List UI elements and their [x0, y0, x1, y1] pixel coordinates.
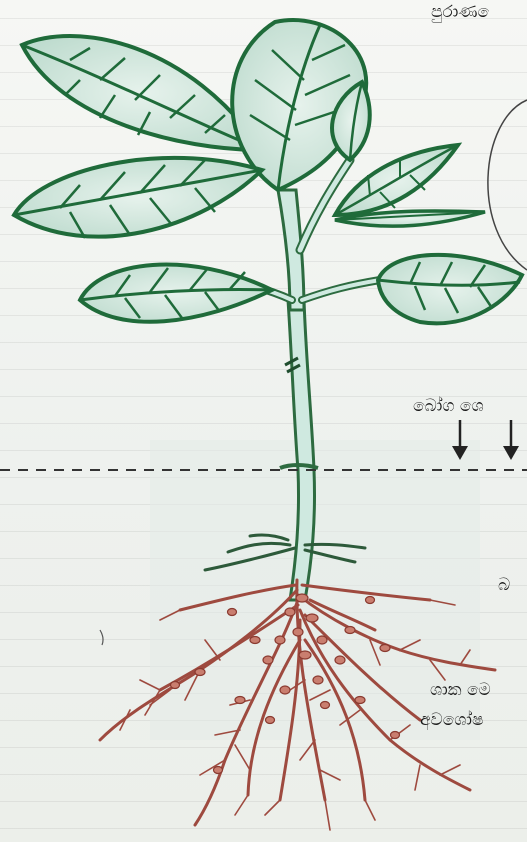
label-shaka-line1: ශාක මෙ [430, 680, 491, 700]
zoom-circle-outline [488, 100, 527, 270]
leaf-top-left [22, 36, 262, 150]
leaf-left-middle [14, 158, 262, 238]
label-shaka-line2: අවශෝෂ [420, 710, 484, 730]
label-old-leaf: පුරාණ ෙ [431, 2, 498, 22]
arrow-down-right [503, 420, 519, 460]
label-ba: බ [498, 575, 510, 595]
leaf-right-lower [378, 255, 522, 323]
label-bhoga: බෝග ශෙ [413, 396, 484, 416]
leaf-lower-left [80, 265, 272, 322]
